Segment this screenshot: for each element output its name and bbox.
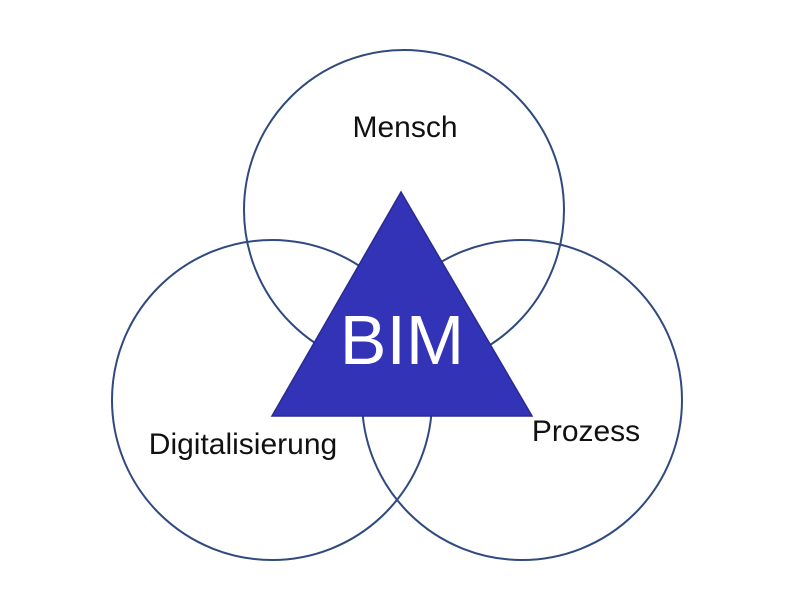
label-top: Mensch: [352, 111, 457, 144]
label-right: Prozess: [532, 415, 640, 448]
label-left: Digitalisierung: [149, 428, 337, 461]
center-triangle: [270, 190, 534, 417]
center-label: BIM: [340, 301, 464, 379]
